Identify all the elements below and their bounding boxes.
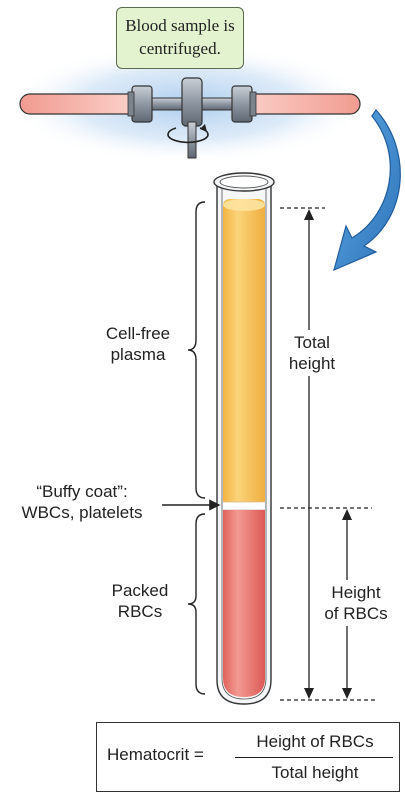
packed-rbc-label-line-1: Packed — [111, 581, 169, 600]
centrifuge-callout: Blood sample is centrifuged. — [116, 7, 244, 69]
curved-arrow-icon — [333, 109, 401, 272]
rbc-height-label-line-2: of RBCs — [324, 604, 388, 623]
formula-lhs: Hematocrit = — [107, 745, 204, 764]
buffy-coat-layer — [223, 502, 265, 510]
plasma-label-line-2: plasma — [110, 345, 166, 364]
rbc-height-label: Height of RBCs — [314, 580, 398, 626]
buffy-coat-label: “Buffy coat”: WBCs, platelets — [2, 481, 162, 523]
callout-line-2: centrifuged. — [139, 39, 221, 58]
measure-guides — [280, 207, 375, 701]
rbc-layer — [223, 510, 265, 697]
plasma-layer — [223, 199, 265, 502]
test-tube-icon — [213, 172, 275, 705]
hematocrit-formula-box: Hematocrit = Height of RBCs Total height — [96, 722, 400, 792]
buffy-coat-label-line-1: “Buffy coat”: — [36, 482, 128, 501]
packed-rbc-label: Packed RBCs — [100, 580, 180, 622]
rotation-arrow-icon — [167, 124, 209, 144]
centrifuge-icon — [19, 77, 361, 159]
total-height-label-line-2: height — [288, 354, 336, 373]
total-height-label-line-1: Total — [294, 333, 330, 352]
formula-fraction-bar — [235, 757, 393, 758]
plasma-label: Cell-free plasma — [92, 323, 184, 365]
buffy-coat-label-line-2: WBCs, platelets — [21, 503, 143, 522]
rbc-brace — [187, 513, 206, 695]
packed-rbc-label-line-2: RBCs — [117, 602, 163, 621]
callout-line-1: Blood sample is — [125, 16, 235, 35]
formula-denominator: Total height — [271, 763, 359, 782]
plasma-label-line-1: Cell-free — [105, 324, 171, 343]
plasma-brace — [187, 201, 206, 499]
formula-numerator: Height of RBCs — [256, 732, 374, 751]
total-height-arrow — [304, 209, 314, 699]
rbc-height-label-line-1: Height — [331, 583, 381, 602]
total-height-label: Total height — [280, 330, 344, 376]
